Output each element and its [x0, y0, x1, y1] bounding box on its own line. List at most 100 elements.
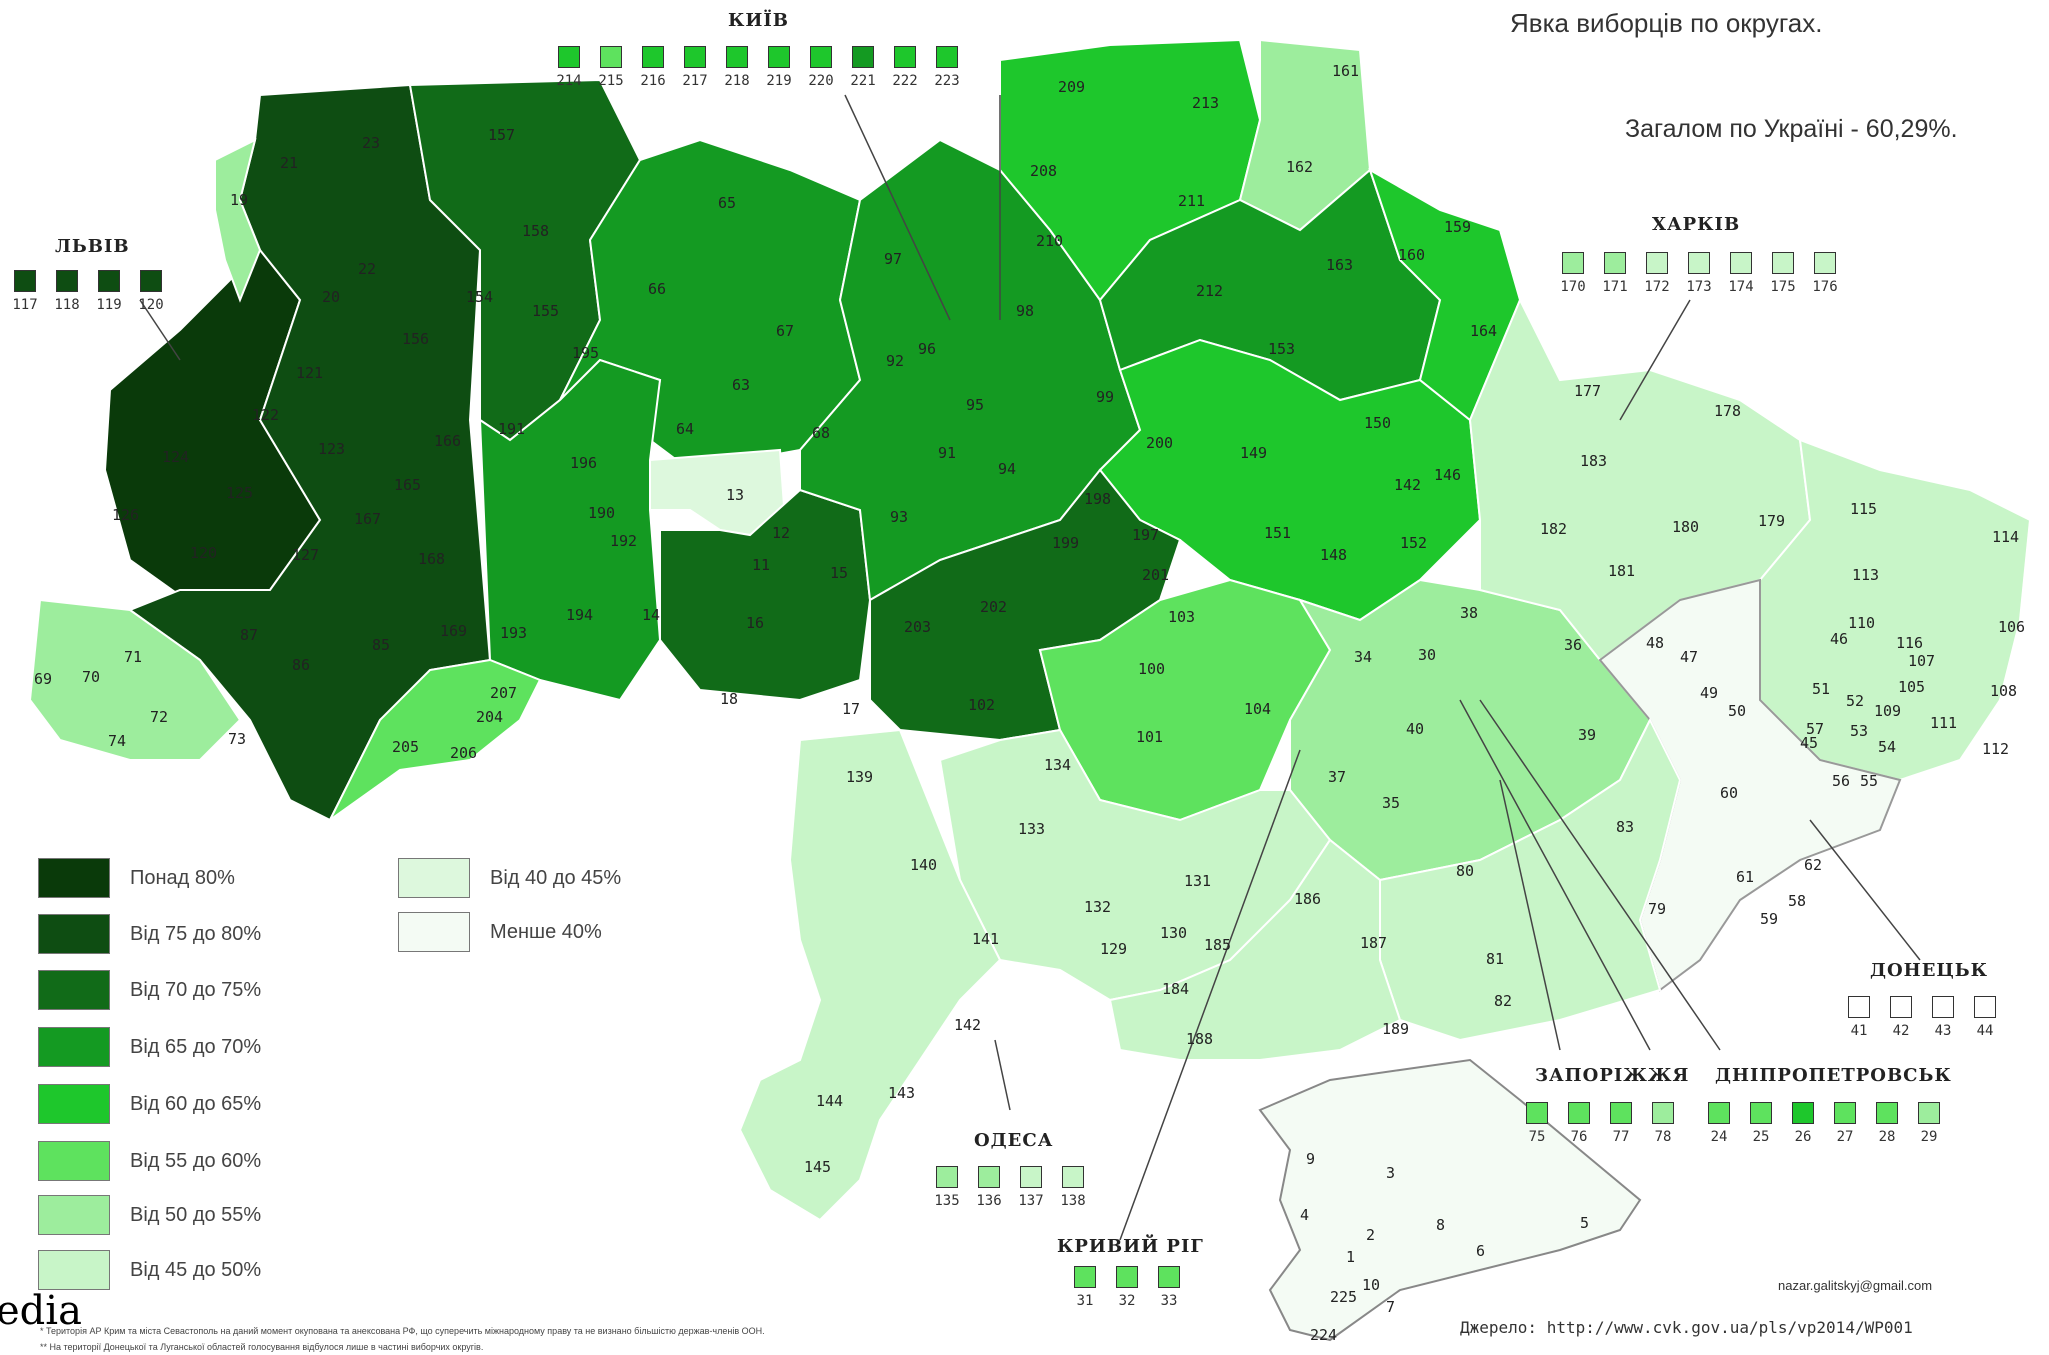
- district-label: 64: [676, 420, 694, 438]
- district-label: 47: [1680, 648, 1698, 666]
- district-box: 220: [808, 46, 834, 89]
- district-label: 91: [938, 444, 956, 462]
- district-label: 112: [1982, 740, 2009, 758]
- legend-item: Від 40 до 45%: [398, 858, 621, 898]
- district-label: 99: [1096, 388, 1114, 406]
- district-label: 156: [402, 330, 429, 348]
- district-box: 135: [934, 1166, 960, 1209]
- district-label: 149: [1240, 444, 1267, 462]
- district-box: 175: [1770, 252, 1796, 295]
- district-box: 118: [54, 270, 80, 313]
- district-number: 136: [976, 1193, 1002, 1209]
- district-box: 218: [724, 46, 750, 89]
- district-label: 211: [1178, 192, 1205, 210]
- total-turnout: Загалом по Україні - 60,29%.: [1625, 115, 1958, 143]
- district-swatch: [768, 46, 790, 68]
- district-label: 166: [434, 432, 461, 450]
- district-number: 218: [724, 73, 750, 89]
- region-lviv-west: [214, 138, 262, 303]
- district-label: 96: [918, 340, 936, 358]
- footnote-crimea: * Територія АР Крим та міста Севастополь…: [40, 1326, 765, 1336]
- legend-item: Понад 80%: [38, 858, 235, 898]
- legend-label: Від 70 до 75%: [130, 978, 262, 1001]
- district-number: 217: [682, 73, 708, 89]
- source-link[interactable]: Джерело: http://www.cvk.gov.ua/pls/vp201…: [1460, 1318, 1913, 1337]
- district-swatch: [1890, 996, 1912, 1018]
- district-label: 202: [980, 598, 1007, 616]
- district-swatch: [1652, 1102, 1674, 1124]
- district-box: 33: [1156, 1266, 1182, 1309]
- district-label: 130: [1160, 924, 1187, 942]
- district-swatch: [600, 46, 622, 68]
- district-label: 108: [1990, 682, 2017, 700]
- district-label: 161: [1332, 62, 1359, 80]
- district-label: 68: [812, 424, 830, 442]
- district-label: 151: [1264, 524, 1291, 542]
- district-number: 171: [1602, 279, 1628, 295]
- legend-label: Від 50 до 55%: [130, 1203, 262, 1226]
- district-label: 194: [566, 606, 593, 624]
- district-label: 124: [162, 448, 189, 466]
- district-label: 131: [1184, 872, 1211, 890]
- district-swatch: [1062, 1166, 1084, 1188]
- district-number: 44: [1976, 1023, 1994, 1039]
- district-label: 180: [1672, 518, 1699, 536]
- district-box: 42: [1888, 996, 1914, 1039]
- district-number: 33: [1160, 1293, 1178, 1309]
- legend-swatch: [38, 858, 110, 898]
- district-label: 62: [1804, 856, 1822, 874]
- district-swatch: [1708, 1102, 1730, 1124]
- district-number: 32: [1118, 1293, 1136, 1309]
- district-swatch: [1688, 252, 1710, 274]
- district-label: 56: [1832, 772, 1850, 790]
- legend-swatch: [38, 914, 110, 954]
- district-label: 66: [648, 280, 666, 298]
- city-title-kryvyirih: КРИВИЙ РІГ: [1057, 1236, 1204, 1257]
- district-label: 92: [886, 352, 904, 370]
- district-label: 165: [394, 476, 421, 494]
- district-label: 123: [318, 440, 345, 458]
- district-number: 77: [1612, 1129, 1630, 1145]
- legend-label: Менше 40%: [490, 920, 602, 943]
- district-label: 98: [1016, 302, 1034, 320]
- legend-swatch: [38, 1084, 110, 1124]
- district-label: 115: [1850, 500, 1877, 518]
- district-label: 10: [1362, 1276, 1380, 1294]
- district-label: 65: [718, 194, 736, 212]
- district-label: 189: [1382, 1020, 1409, 1038]
- district-label: 102: [968, 696, 995, 714]
- district-label: 6: [1476, 1242, 1485, 1260]
- district-label: 54: [1878, 738, 1896, 756]
- district-label: 82: [1494, 992, 1512, 1010]
- district-number: 176: [1812, 279, 1838, 295]
- district-box: 29: [1916, 1102, 1942, 1145]
- district-label: 207: [490, 684, 517, 702]
- district-label: 93: [890, 508, 908, 526]
- district-box: 174: [1728, 252, 1754, 295]
- district-label: 169: [440, 622, 467, 640]
- district-label: 145: [804, 1158, 831, 1176]
- city-title-lviv: ЛЬВІВ: [55, 236, 130, 257]
- city-title-odesa: ОДЕСА: [974, 1130, 1054, 1151]
- district-box: 77: [1608, 1102, 1634, 1145]
- district-label: 81: [1486, 950, 1504, 968]
- district-box: 215: [598, 46, 624, 89]
- district-label: 19: [230, 191, 248, 209]
- district-label: 109: [1874, 702, 1901, 720]
- district-box: 119: [96, 270, 122, 313]
- district-label: 61: [1736, 868, 1754, 886]
- district-label: 57: [1806, 720, 1824, 738]
- footnote-donbas: ** На території Донецької та Луганської …: [40, 1342, 484, 1352]
- district-box: 41: [1846, 996, 1872, 1039]
- district-label: 154: [466, 288, 493, 306]
- district-label: 100: [1138, 660, 1165, 678]
- district-box: 26: [1790, 1102, 1816, 1145]
- district-label: 7: [1386, 1298, 1395, 1316]
- district-swatch: [936, 1166, 958, 1188]
- city-title-kyiv: КИЇВ: [728, 10, 790, 31]
- district-label: 185: [1204, 936, 1231, 954]
- district-number: 215: [598, 73, 624, 89]
- district-swatch: [1932, 996, 1954, 1018]
